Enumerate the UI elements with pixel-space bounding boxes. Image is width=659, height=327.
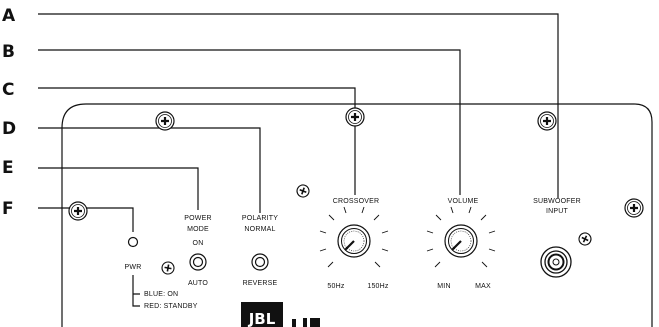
- crossover-label: CROSSOVER: [333, 198, 380, 205]
- power-led: [127, 236, 139, 248]
- callout-f: F: [2, 199, 14, 219]
- screw-icon: [68, 201, 88, 221]
- volume-label: VOLUME: [448, 198, 479, 205]
- screw-icon: [155, 111, 175, 131]
- pwr-label: PWR: [125, 264, 142, 271]
- power-mode-switch[interactable]: [189, 253, 207, 271]
- crossover-max-label: 150Hz: [367, 283, 389, 290]
- volume-knob[interactable]: [426, 206, 496, 268]
- sub-input-label-line1: SUBWOOFER: [533, 198, 581, 205]
- panel-outline: [61, 103, 653, 327]
- callout-a: A: [2, 6, 16, 26]
- polarity-label-line1: POLARITY: [242, 215, 278, 222]
- leader-a: [38, 13, 559, 198]
- volume-max-label: MAX: [475, 283, 491, 290]
- crossover-min-label: 50Hz: [327, 283, 344, 290]
- polarity-label-line2: NORMAL: [244, 226, 275, 233]
- callout-d: D: [2, 119, 16, 139]
- crossover-knob[interactable]: [319, 206, 389, 268]
- svg-text:JBL: JBL: [248, 310, 276, 327]
- small-screw-icon: [161, 261, 175, 275]
- polarity-switch[interactable]: [251, 253, 269, 271]
- screw-icon: [537, 111, 557, 131]
- small-screw-icon: [578, 232, 592, 246]
- power-mode-label-line2: MODE: [187, 226, 209, 233]
- led-blue-label: BLUE: ON: [144, 291, 178, 298]
- led-red-label: RED: STANDBY: [144, 303, 198, 310]
- leader-b: [38, 49, 461, 195]
- callout-b: B: [2, 42, 15, 62]
- callout-c: C: [2, 80, 14, 100]
- small-screw-icon: [296, 184, 310, 198]
- power-mode-auto-label: AUTO: [188, 280, 208, 287]
- power-mode-label-line1: POWER: [184, 215, 211, 222]
- subwoofer-input-jack[interactable]: [540, 246, 572, 278]
- leader-e: [38, 167, 199, 210]
- volume-min-label: MIN: [437, 283, 450, 290]
- screw-icon: [345, 107, 365, 127]
- jbl-logo: JBL: [241, 302, 320, 327]
- leader-c: [38, 87, 356, 195]
- sub-input-label-line2: INPUT: [546, 208, 569, 215]
- callout-e: E: [2, 158, 14, 178]
- polarity-reverse-label: REVERSE: [243, 280, 278, 287]
- leader-d: [38, 127, 261, 213]
- power-mode-on-label: ON: [193, 240, 204, 247]
- screw-icon: [624, 198, 644, 218]
- led-legend-bracket: [132, 275, 140, 307]
